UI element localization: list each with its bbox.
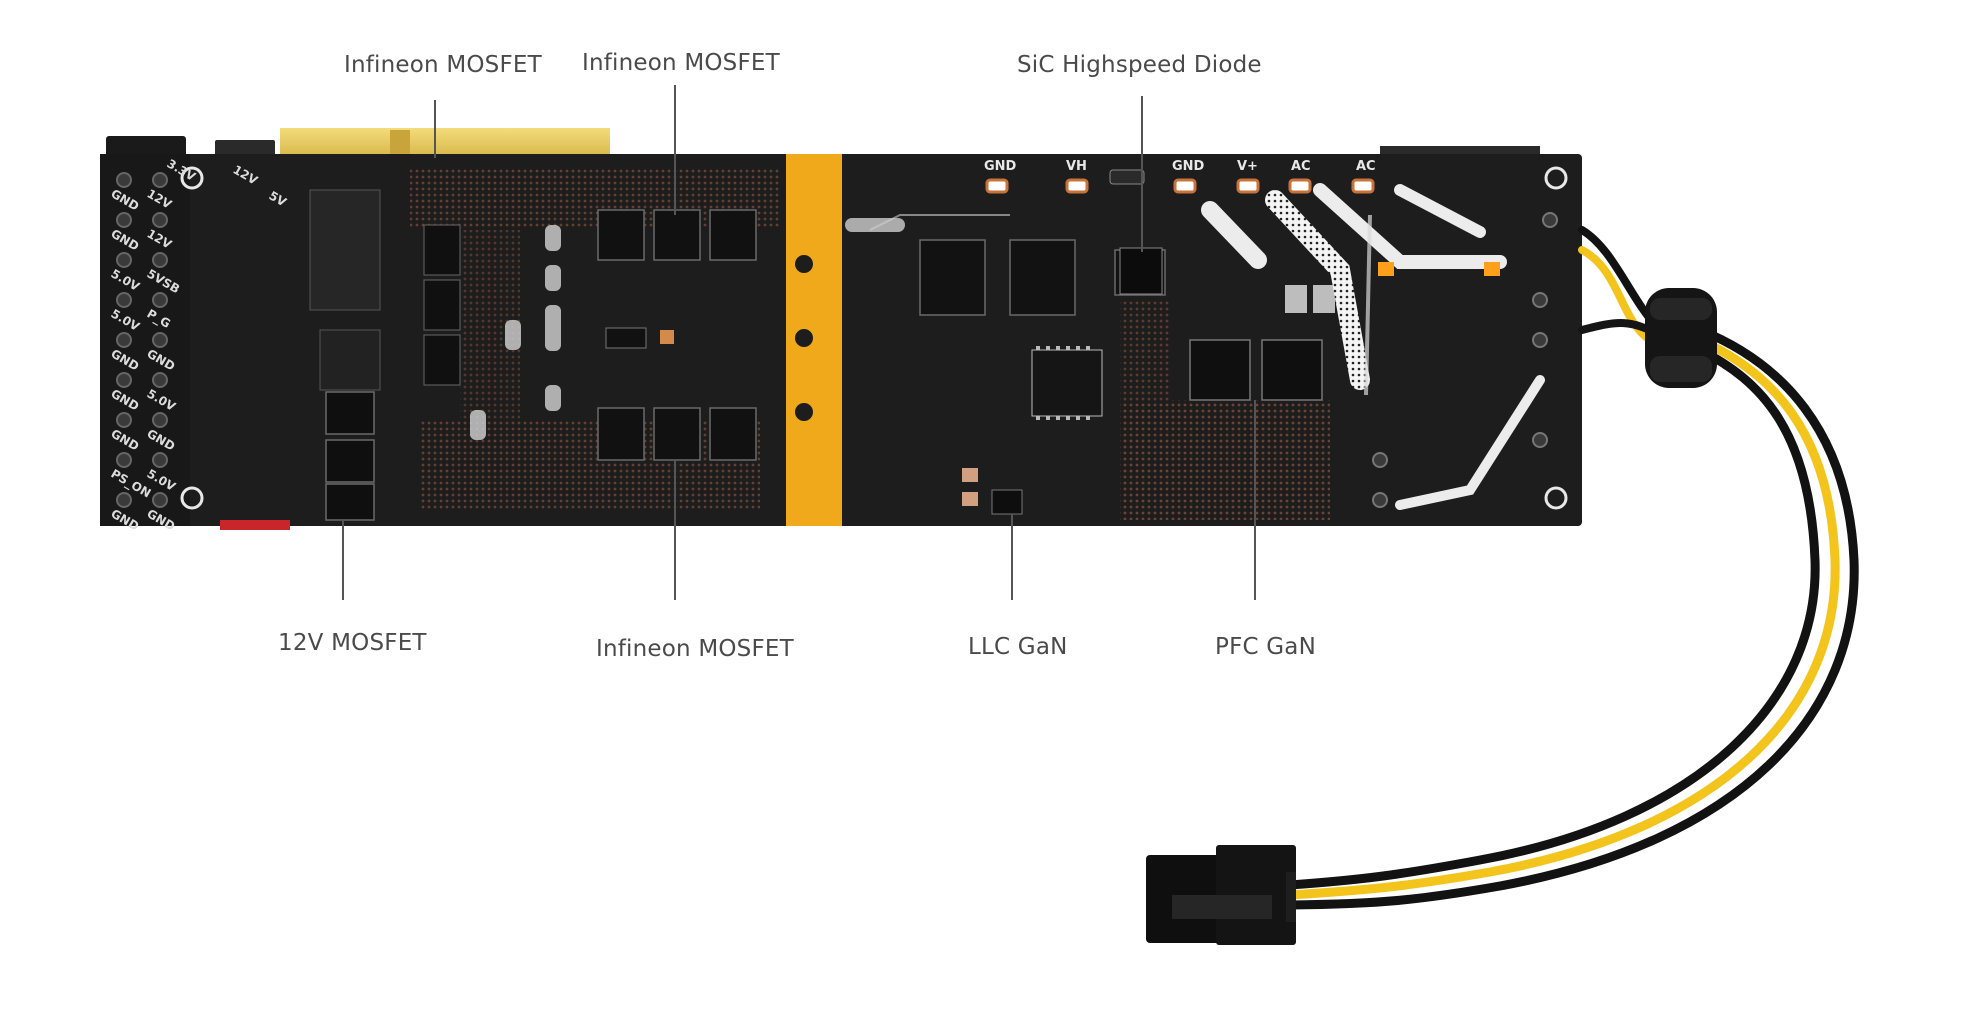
red-component: [220, 520, 290, 530]
callout-infineon-bottom: Infineon MOSFET: [596, 636, 794, 662]
callout-pfc-gan: PFC GaN: [1215, 634, 1316, 660]
callout-sic-diode: SiC Highspeed Diode: [1017, 52, 1262, 78]
kapton-tape-strip: [786, 154, 842, 526]
infineon-top-row: [597, 209, 757, 261]
yellow-edge-connector: [280, 128, 610, 158]
board-label-ac-1: AC: [1291, 159, 1311, 174]
solder-pads: [985, 178, 1375, 194]
infineon-bottom-row: [597, 407, 757, 461]
high-voltage-trace: [1201, 201, 1267, 269]
llc-gan-parts: [962, 468, 1023, 515]
infineon-column-mosfets: [423, 224, 461, 386]
connector-pin-holes: [116, 172, 168, 508]
board-label-gnd-2: GND: [1172, 159, 1205, 174]
callout-leader-lines: [342, 85, 1256, 600]
mounting-holes: [180, 166, 1568, 510]
pfc-gan-parts: [1189, 339, 1323, 401]
mosfet-12v-group: [325, 391, 375, 521]
sic-diode: [1119, 247, 1163, 295]
pfc-via-field: [1120, 400, 1330, 520]
llc-controller-ic: [1031, 349, 1103, 417]
board-label-ac-2: AC: [1356, 159, 1376, 174]
callout-infineon-top-mid: Infineon MOSFET: [582, 50, 780, 76]
board-label-vh: VH: [1066, 159, 1087, 174]
board-label-v-plus: V+: [1237, 159, 1258, 174]
callout-12v-mosfet: 12V MOSFET: [278, 630, 427, 656]
callout-infineon-top-left: Infineon MOSFET: [344, 52, 542, 78]
pcie-6pin-plug: [1146, 845, 1296, 945]
board-label-gnd-1: GND: [984, 159, 1017, 174]
callout-llc-gan: LLC GaN: [968, 634, 1068, 660]
